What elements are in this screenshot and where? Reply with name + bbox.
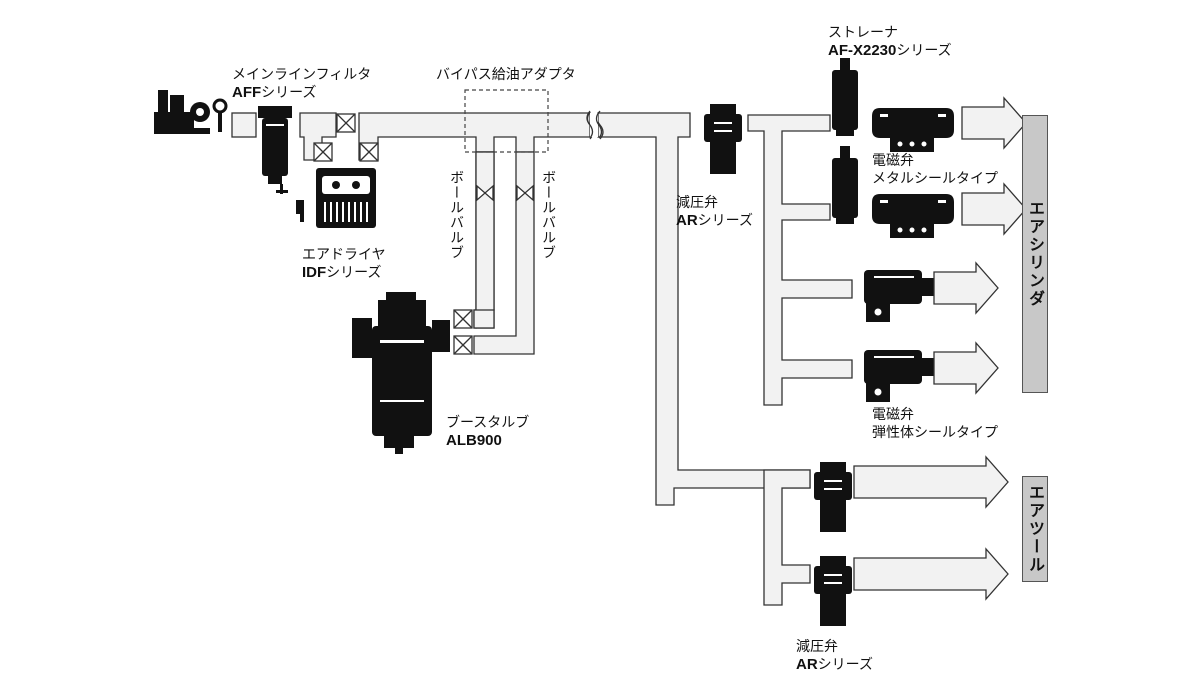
regulator-upper-name: 減圧弁 xyxy=(676,195,718,211)
ball-valve-1-label: ボールバルブ xyxy=(448,170,464,260)
ball-valve-2-symbol xyxy=(516,184,534,202)
solenoid-metal-line2: メタルシールタイプ xyxy=(872,171,998,187)
bypass-pipe-1-horz xyxy=(473,309,495,329)
arrow-cylinder-3 xyxy=(933,262,999,314)
main-filter-label: メインラインフィルタ AFFシリーズ xyxy=(232,66,371,102)
booster-valve-1 xyxy=(453,309,473,329)
booster-code: ALB900 xyxy=(446,432,502,449)
compressor-icon xyxy=(154,90,228,134)
booster-name: ブースタルブ xyxy=(446,415,530,431)
regulator-upper-code: AR xyxy=(676,212,698,229)
strainer-upper-icon xyxy=(832,58,858,136)
arrow-cylinder-2 xyxy=(961,183,1027,235)
strainer-lower-icon xyxy=(832,146,858,224)
solenoid-elastic-label: 電磁弁 弾性体シールタイプ xyxy=(872,406,998,442)
air-cylinder-box: エアシリンダ xyxy=(1022,115,1048,393)
regulator-tool-2-icon xyxy=(814,556,852,626)
regulator-lower-code: AR xyxy=(796,656,818,673)
arrow-cylinder-4 xyxy=(933,342,999,394)
dryer-out-valve xyxy=(359,142,379,162)
strainer-suffix: シリーズ xyxy=(896,43,952,59)
main-line-filter-icon xyxy=(258,106,292,194)
solenoid-metal-1-icon xyxy=(872,108,954,152)
strainer-code: AF-X2230 xyxy=(828,42,897,59)
solenoid-elastic-line1: 電磁弁 xyxy=(872,407,914,423)
solenoid-elastic-2-icon xyxy=(864,350,938,402)
dryer-name: エアドライヤ xyxy=(302,247,386,263)
bypass-pipe-2 xyxy=(473,151,535,355)
strainer-name: ストレーナ xyxy=(828,25,898,41)
regulator-upper-suffix: シリーズ xyxy=(697,213,753,229)
arrow-tool-1 xyxy=(853,455,1009,509)
solenoid-metal-2-icon xyxy=(872,194,954,238)
ball-valve-1-symbol xyxy=(476,184,494,202)
air-tool-box: エアツール xyxy=(1022,476,1048,582)
booster-label: ブースタルブ ALB900 xyxy=(446,414,529,450)
bypass-pipe-1-tail xyxy=(475,151,495,329)
regulator-upper-label: 減圧弁 ARシリーズ xyxy=(676,194,753,230)
bypass-label: バイパス給油アダプタ xyxy=(436,67,576,83)
solenoid-metal-line1: 電磁弁 xyxy=(872,153,914,169)
cylinder-manifold xyxy=(747,114,853,406)
main-filter-name: メインラインフィルタ xyxy=(232,67,372,83)
booster-valve-2 xyxy=(453,335,473,355)
regulator-upper-icon xyxy=(704,104,742,174)
inlet-pipe xyxy=(231,112,257,138)
main-header-pipe xyxy=(358,112,591,161)
dryer-code: IDF xyxy=(302,264,327,281)
main-filter-code: AFF xyxy=(232,84,262,101)
shutoff-valve-main xyxy=(336,113,356,133)
regulator-lower-name: 減圧弁 xyxy=(796,639,838,655)
air-dryer-icon xyxy=(296,168,376,228)
booster-icon xyxy=(352,292,450,454)
arrow-cylinder-1 xyxy=(961,97,1027,149)
regulator-lower-suffix: シリーズ xyxy=(817,657,873,673)
solenoid-metal-label: 電磁弁 メタルシールタイプ xyxy=(872,152,998,188)
tool-manifold xyxy=(763,469,811,606)
regulator-tool-1-icon xyxy=(814,462,852,532)
ball-valve-2-label: ボールバルブ xyxy=(540,170,556,260)
regulator-lower-label: 減圧弁 ARシリーズ xyxy=(796,638,873,674)
solenoid-elastic-1-icon xyxy=(864,270,938,322)
dryer-suffix: シリーズ xyxy=(326,265,382,281)
dryer-label: エアドライヤ IDFシリーズ xyxy=(302,246,386,282)
dryer-in-valve xyxy=(313,142,333,162)
solenoid-elastic-line2: 弾性体シールタイプ xyxy=(872,425,998,441)
main-filter-suffix: シリーズ xyxy=(261,85,317,101)
strainer-label: ストレーナ AF-X2230シリーズ xyxy=(828,24,952,60)
bypass-adapter-outline xyxy=(464,89,549,153)
arrow-tool-2 xyxy=(853,547,1009,601)
